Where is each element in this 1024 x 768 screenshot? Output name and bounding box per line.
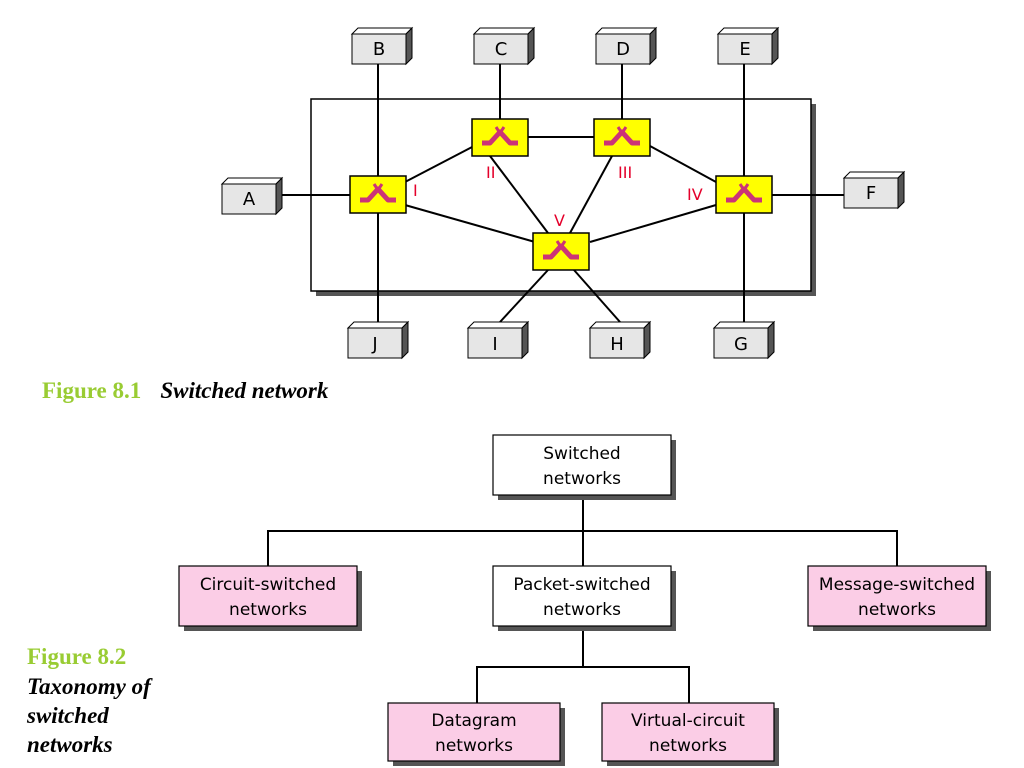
end-system-D: D	[594, 26, 658, 66]
end-system-label: E	[739, 39, 750, 60]
taxonomy-node-message-switched: Message-switched networks	[807, 565, 991, 631]
end-system-label: J	[371, 334, 377, 355]
taxonomy-connectors	[267, 494, 898, 703]
switch-label-II: II	[486, 163, 495, 182]
taxonomy-node-virtual-circuit: Virtual-circuit networks	[601, 702, 779, 766]
end-system-G: G	[712, 320, 776, 360]
taxonomy-node-datagram: Datagram networks	[387, 702, 565, 766]
switch-II	[471, 118, 529, 157]
node-label-line2: networks	[649, 736, 727, 756]
node-label-line1: Datagram	[431, 711, 516, 731]
figure-title-line: Taxonomy of	[27, 674, 153, 699]
node-label-line2: networks	[543, 469, 621, 489]
switch-label-I: I	[413, 181, 418, 200]
switch-III	[593, 118, 651, 157]
taxonomy-root-node: Switched networks	[492, 434, 676, 500]
taxonomy-node-circuit-switched: Circuit-switched networks	[178, 565, 362, 631]
end-system-I: I	[466, 320, 530, 360]
figure-title: Switched network	[160, 378, 329, 403]
taxonomy-node-packet-switched: Packet-switched networks	[492, 565, 676, 631]
node-label-line1: Switched	[543, 444, 620, 464]
figure-number: Figure 8.2	[27, 644, 126, 669]
switch-IV	[715, 175, 773, 214]
switch-label-V: V	[554, 211, 565, 230]
figure-number: Figure 8.1	[42, 378, 141, 403]
end-system-label: G	[734, 334, 748, 355]
switch-label-IV: IV	[687, 185, 703, 204]
network-links	[278, 62, 848, 330]
end-system-label: D	[616, 39, 630, 60]
end-system-A: A	[220, 176, 284, 216]
node-label-line2: networks	[858, 600, 936, 620]
node-label-line1: Circuit-switched	[200, 575, 336, 595]
end-system-E: E	[716, 26, 780, 66]
end-system-H: H	[588, 320, 652, 360]
node-label-line1: Virtual-circuit	[631, 711, 745, 731]
figure-title-line: networks	[27, 732, 113, 757]
end-system-B: B	[350, 26, 414, 66]
node-label-line1: Message-switched	[819, 575, 975, 595]
end-system-label: C	[495, 39, 508, 60]
end-system-label: H	[610, 334, 624, 355]
switch-V	[532, 232, 590, 271]
end-system-label: F	[866, 183, 876, 204]
node-label-line2: networks	[435, 736, 513, 756]
end-system-C: C	[472, 26, 536, 66]
end-system-J: J	[346, 320, 410, 360]
figure-8-1-caption: Figure 8.1 Switched network	[42, 378, 329, 403]
node-label-line2: networks	[543, 600, 621, 620]
figure-title-line: switched	[26, 703, 109, 728]
figure-8-2-caption: Figure 8.2 Taxonomy of switched networks	[26, 644, 153, 757]
switch-label-III: III	[618, 163, 632, 182]
end-system-label: B	[373, 39, 385, 60]
node-label-line1: Packet-switched	[513, 575, 650, 595]
end-system-F: F	[842, 170, 906, 210]
end-system-label: A	[243, 189, 256, 210]
switch-I	[349, 175, 407, 214]
node-label-line2: networks	[229, 600, 307, 620]
end-system-label: I	[492, 334, 497, 355]
